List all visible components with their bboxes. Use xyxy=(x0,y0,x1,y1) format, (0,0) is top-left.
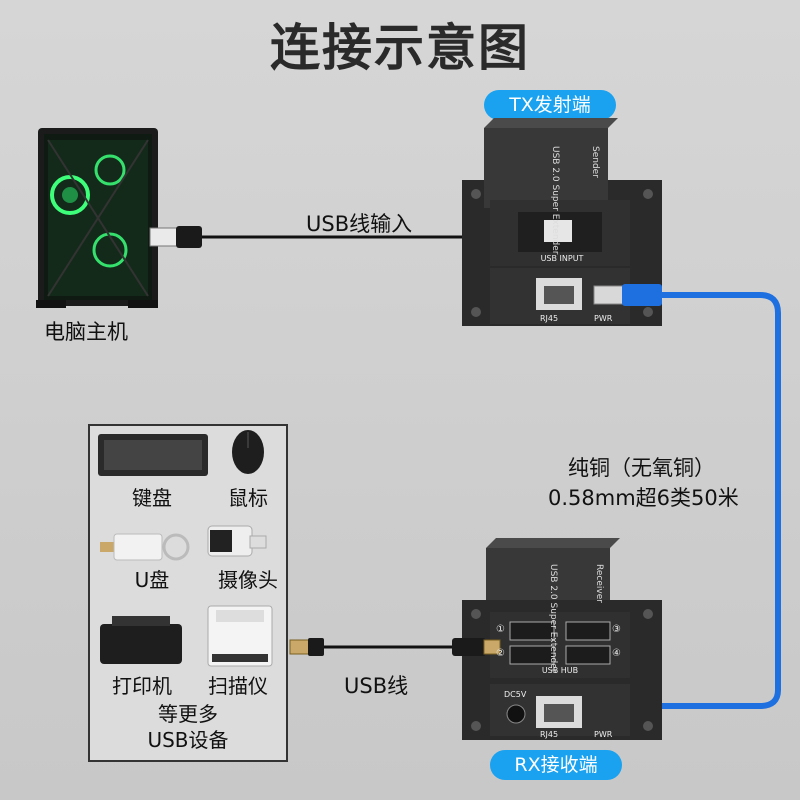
cable-spec-line1: 纯铜（无氧铜） xyxy=(568,456,715,480)
peripheral-scanner-label: 扫描仪 xyxy=(208,674,268,698)
tx-side-text: Sender xyxy=(590,146,600,178)
peripheral-camera-label: 摄像头 xyxy=(218,568,278,592)
tx-usb-port-label: USB INPUT xyxy=(540,254,584,263)
peripheral-printer-label: 打印机 xyxy=(112,674,172,698)
keyboard-icon xyxy=(98,434,208,476)
printer-icon xyxy=(100,616,182,664)
rx-dc-label: DC5V xyxy=(504,690,527,699)
peripheral-icons xyxy=(98,430,273,667)
peripheral-keyboard-label: 键盘 xyxy=(132,486,172,510)
computer-label: 电脑主机 xyxy=(44,320,128,344)
rx-port-2: ② xyxy=(496,648,505,659)
tx-label-pill: TX发射端 xyxy=(484,90,616,120)
peripheral-mouse-label: 鼠标 xyxy=(228,486,268,510)
rx-port-3: ③ xyxy=(612,624,621,635)
rx-hub-label: USB HUB xyxy=(541,666,579,675)
more-devices-line2: USB设备 xyxy=(147,728,229,752)
mouse-icon xyxy=(232,430,264,474)
rx-rj45-label: RJ45 xyxy=(540,730,559,739)
peripherals-panel: 键盘 鼠标 U盘 摄像头 打印机 扫描仪 等更多 USB设备 xyxy=(88,424,288,762)
rx-label-pill: RX接收端 xyxy=(490,750,622,780)
rx-brand-text: USB 2.0 Super Extender xyxy=(548,564,558,673)
tx-brand-text: USB 2.0 Super Extender xyxy=(550,146,560,255)
tx-pwr-label: PWR xyxy=(594,314,613,323)
rx-side-text: Receiver xyxy=(594,564,604,603)
tx-rj45-label: RJ45 xyxy=(540,314,559,323)
computer-tower-icon xyxy=(36,128,158,308)
usb-cable-label: USB线 xyxy=(344,674,409,698)
tx-extender-device xyxy=(462,118,662,326)
usb-input-label: USB线输入 xyxy=(306,212,413,236)
peripheral-udisk-label: U盘 xyxy=(134,568,170,592)
camera-icon xyxy=(207,525,267,557)
page-title: 连接示意图 xyxy=(270,19,530,77)
more-devices-line1: 等更多 xyxy=(158,702,218,726)
rx-port-1: ① xyxy=(496,624,505,635)
rx-extender-device xyxy=(462,538,662,740)
rx-port-4: ④ xyxy=(612,648,621,659)
usb-output-cable xyxy=(289,638,501,656)
cable-spec-line2: 0.58mm超6类50米 xyxy=(548,486,739,510)
rx-pwr-label: PWR xyxy=(594,730,613,739)
usb-drive-icon xyxy=(100,533,190,561)
scanner-icon xyxy=(207,605,273,667)
